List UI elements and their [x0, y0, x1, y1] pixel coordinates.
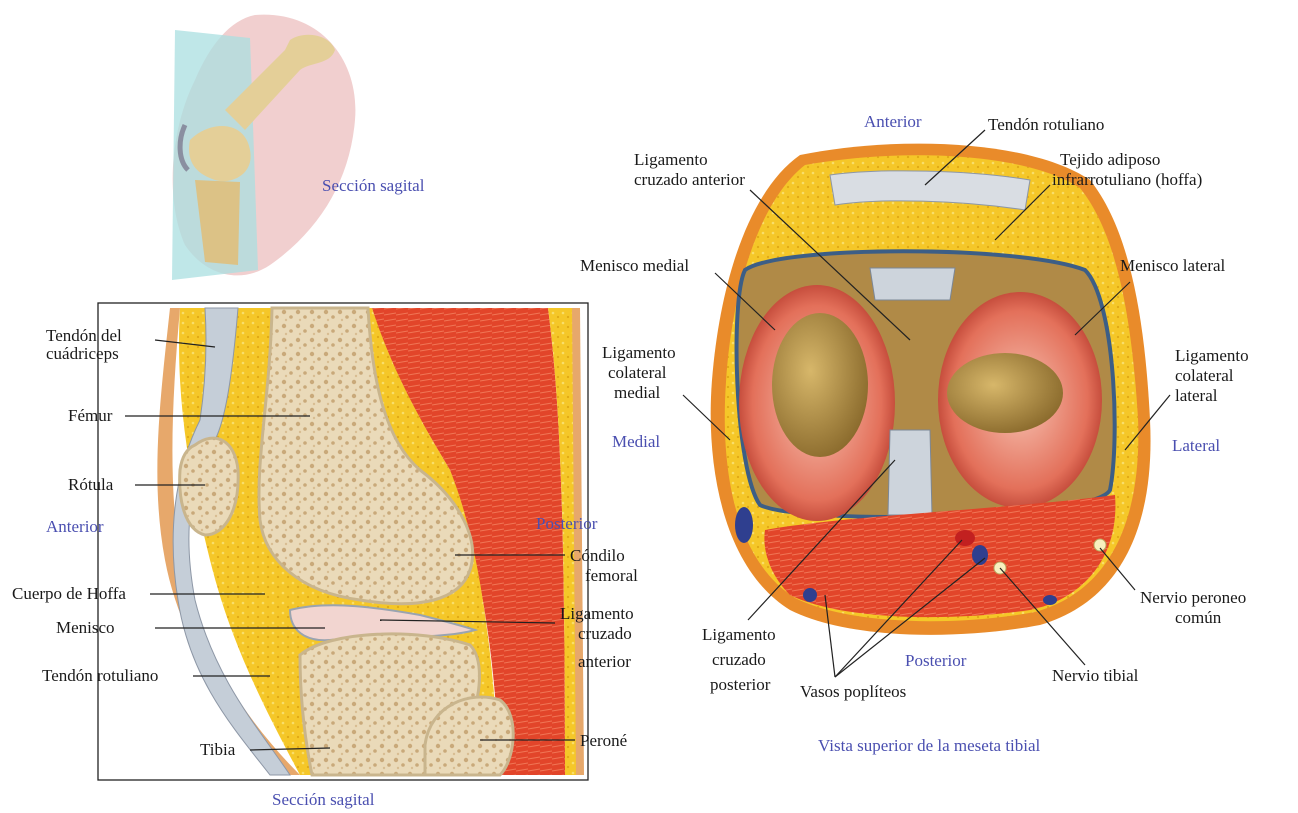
label-sagittal-acl-line3: anterior: [578, 652, 631, 672]
label-pcl-line1: Ligamento: [702, 625, 776, 645]
label-axial-acl-line1: Ligamento: [634, 150, 708, 170]
label-femur: Fémur: [68, 406, 112, 426]
label-sagittal-acl-line1: Ligamento: [560, 604, 634, 624]
sagittal-section: [98, 303, 588, 780]
label-sagittal-acl-line2: cruzado: [578, 624, 632, 644]
label-medial-meniscus: Menisco medial: [580, 256, 689, 276]
label-axial-anterior: Anterior: [864, 112, 922, 132]
label-axial-patellar-tendon: Tendón rotuliano: [988, 115, 1104, 135]
label-fibula: Peroné: [580, 731, 627, 751]
label-fat-line1: Tejido adiposo: [1060, 150, 1160, 170]
label-quad-tendon-line1: Tendón del: [46, 326, 122, 346]
inset-caption: Sección sagital: [322, 176, 424, 196]
label-peroneal-line2: común: [1175, 608, 1221, 628]
label-sagittal-posterior: Posterior: [536, 514, 597, 534]
label-tibia: Tibia: [200, 740, 235, 760]
label-mcl-line3: medial: [614, 383, 660, 403]
label-patella: Rótula: [68, 475, 113, 495]
label-sagittal-patellar-tendon: Tendón rotuliano: [42, 666, 158, 686]
label-mcl-line1: Ligamento: [602, 343, 676, 363]
label-axial-lateral: Lateral: [1172, 436, 1220, 456]
label-meniscus: Menisco: [56, 618, 115, 638]
label-peroneal-line1: Nervio peroneo: [1140, 588, 1246, 608]
label-mcl-line2: colateral: [608, 363, 667, 383]
label-condyle-line2: femoral: [585, 566, 638, 586]
label-pcl-line2: cruzado: [712, 650, 766, 670]
label-lateral-meniscus: Menisco lateral: [1120, 256, 1225, 276]
label-tibial-nerve: Nervio tibial: [1052, 666, 1138, 686]
label-lcl-line2: colateral: [1175, 366, 1234, 386]
axial-section: [711, 144, 1151, 635]
inset-knee: [172, 15, 355, 280]
label-condyle-line1: Cóndilo: [570, 546, 625, 566]
label-axial-acl-line2: cruzado anterior: [634, 170, 745, 190]
label-quad-tendon-line2: cuádriceps: [46, 344, 119, 364]
label-sagittal-anterior: Anterior: [46, 517, 104, 537]
label-popliteal-vessels: Vasos poplíteos: [800, 682, 906, 702]
label-fat-line2: infrarrotuliano (hoffa): [1052, 170, 1202, 190]
label-lcl-line3: lateral: [1175, 386, 1217, 406]
sagittal-caption: Sección sagital: [272, 790, 374, 810]
label-lcl-line1: Ligamento: [1175, 346, 1249, 366]
label-axial-posterior: Posterior: [905, 651, 966, 671]
label-axial-medial: Medial: [612, 432, 660, 452]
label-hoffa: Cuerpo de Hoffa: [12, 584, 126, 604]
label-pcl-line3: posterior: [710, 675, 770, 695]
axial-caption: Vista superior de la meseta tibial: [818, 736, 1040, 756]
